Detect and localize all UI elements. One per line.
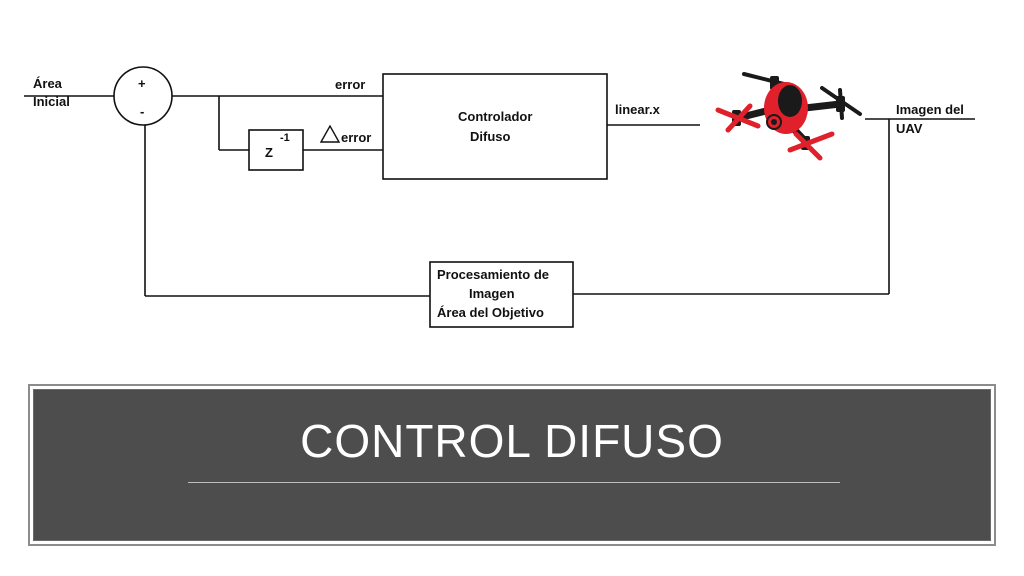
drone-icon bbox=[715, 72, 862, 161]
delta-symbol bbox=[319, 124, 341, 143]
output-label: linear.x bbox=[615, 102, 661, 117]
control-block-diagram: Área Inicial + - error Z -1 error Contro… bbox=[24, 66, 975, 328]
input-label-line1: Área bbox=[33, 76, 63, 91]
error-label: error bbox=[335, 77, 365, 92]
uav-output-label-line2: UAV bbox=[896, 121, 923, 136]
processing-label-line1: Procesamiento de bbox=[437, 267, 549, 282]
processing-label-line2: Imagen bbox=[469, 286, 515, 301]
slide-title: CONTROL DIFUSO bbox=[300, 415, 724, 467]
sum-minus-sign: - bbox=[140, 104, 144, 119]
controller-label-line2: Difuso bbox=[470, 129, 511, 144]
processing-label-line3: Área del Objetivo bbox=[437, 305, 544, 320]
delay-exponent: -1 bbox=[280, 132, 290, 144]
controller-label-line1: Controlador bbox=[458, 109, 532, 124]
delta-error-label: error bbox=[341, 130, 371, 145]
delay-block bbox=[248, 129, 304, 171]
title-panel: CONTROL DIFUSO bbox=[28, 384, 996, 546]
uav-output-label-line1: Imagen del bbox=[896, 102, 964, 117]
title-underline bbox=[188, 482, 840, 483]
delay-label: Z bbox=[265, 145, 273, 160]
processing-block bbox=[429, 261, 574, 328]
sum-plus-sign: + bbox=[138, 76, 146, 91]
input-label-line2: Inicial bbox=[33, 94, 70, 109]
controller-block bbox=[382, 73, 608, 180]
